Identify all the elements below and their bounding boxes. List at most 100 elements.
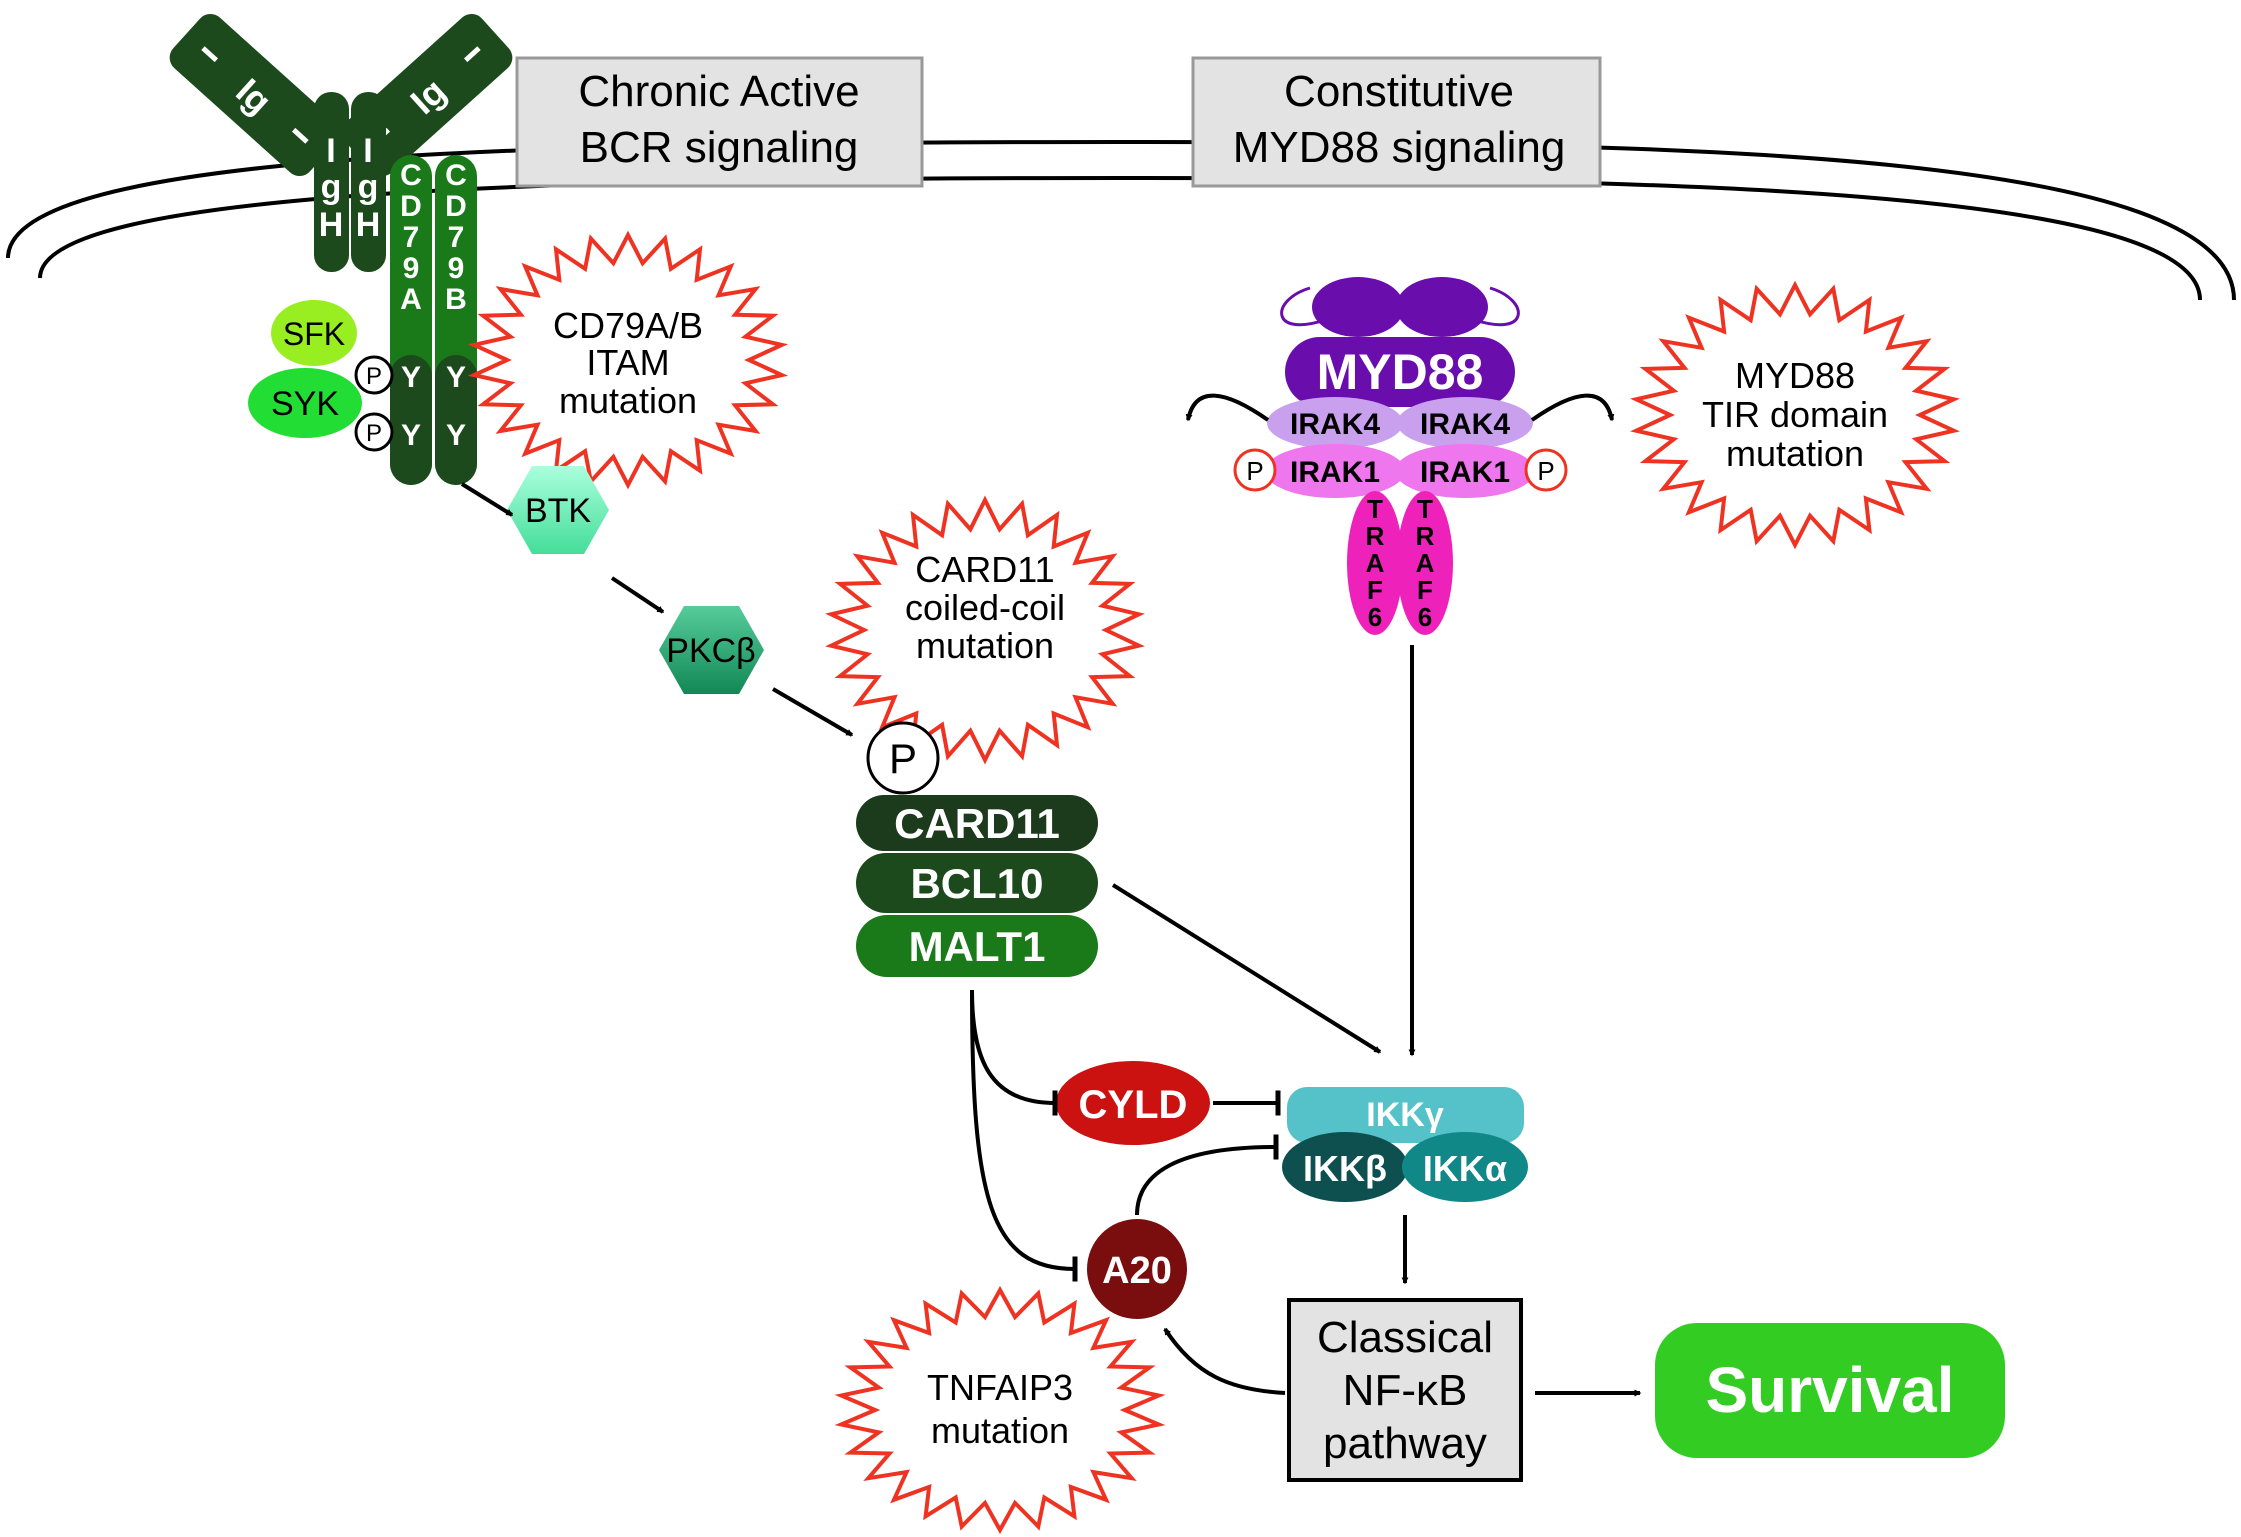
svg-text:B: B (445, 283, 467, 316)
svg-text:F: F (1367, 575, 1383, 605)
cd79b-chain: C D 7 9 B Y Y (435, 155, 477, 485)
bcr-receptor: Ig Ig I g H I g H C D 7 9 A (169, 13, 513, 485)
cbm-phospho: P (866, 721, 940, 795)
svg-text:IRAK4: IRAK4 (1420, 408, 1510, 441)
svg-text:ITAM: ITAM (586, 342, 669, 383)
svg-text:mutation: mutation (1726, 433, 1864, 474)
svg-text:MALT1: MALT1 (909, 923, 1046, 970)
svg-text:A20: A20 (1102, 1250, 1172, 1292)
svg-text:IRAK4: IRAK4 (1290, 408, 1380, 441)
svg-text:C: C (400, 159, 422, 192)
bcr-header-line1: Chronic Active (578, 67, 859, 116)
cell-membrane-inner (38, 175, 2202, 301)
svg-text:P: P (366, 363, 382, 390)
svg-text:P: P (366, 420, 382, 447)
arrow-nfkb-to-a20 (1163, 1327, 1286, 1395)
svg-text:7: 7 (403, 221, 420, 254)
bcr-header-box: Chronic Active BCR signaling (515, 56, 924, 188)
svg-text:mutation: mutation (916, 625, 1054, 666)
myd88-protein: MYD88 (1285, 337, 1515, 407)
cd79a-tyrosine-1: Y (401, 361, 421, 394)
arrow-cbm-to-ikk (1111, 883, 1382, 1054)
svg-text:CD79A/B: CD79A/B (553, 305, 703, 346)
svg-text:9: 9 (448, 252, 465, 285)
svg-text:IRAK1: IRAK1 (1420, 456, 1510, 489)
nfkb-pathway-box: Classical NF-κB pathway (1287, 1298, 1523, 1482)
svg-text:D: D (400, 190, 422, 223)
svg-text:A: A (1366, 548, 1385, 578)
inhibit-malt1-to-cyld (970, 989, 1058, 1116)
svg-text:6: 6 (1368, 602, 1382, 632)
traf6-left: T R A F 6 (1347, 491, 1403, 635)
cbm-complex: P CARD11 BCL10 MALT1 (856, 721, 1098, 977)
svg-text:g: g (358, 168, 379, 206)
a20-protein: A20 (1087, 1219, 1187, 1319)
svg-text:I: I (326, 132, 335, 170)
sfk-kinase: SFK (271, 300, 357, 366)
svg-text:CYLD: CYLD (1079, 1083, 1188, 1127)
svg-text:SYK: SYK (271, 385, 339, 423)
svg-text:IKKα: IKKα (1423, 1148, 1507, 1189)
svg-text:TNFAIP3: TNFAIP3 (927, 1367, 1073, 1408)
malt1-protein: MALT1 (856, 915, 1098, 977)
svg-text:SFK: SFK (283, 316, 345, 352)
svg-text:CARD11: CARD11 (894, 800, 1060, 847)
irak1-phospho-right: P (1524, 448, 1568, 492)
ikk-beta: IKKβ (1282, 1132, 1408, 1202)
svg-text:C: C (445, 159, 467, 192)
svg-text:mutation: mutation (931, 1410, 1069, 1451)
svg-text:T: T (1367, 494, 1383, 524)
mutation-cd79: CD79A/B ITAM mutation (467, 230, 789, 490)
svg-text:IKKβ: IKKβ (1303, 1148, 1387, 1189)
svg-text:A: A (400, 283, 422, 316)
svg-text:F: F (1417, 575, 1433, 605)
svg-text:7: 7 (448, 221, 465, 254)
svg-text:A: A (1416, 548, 1435, 578)
mutation-tnfaip3: TNFAIP3 mutation (834, 1285, 1166, 1535)
mutation-myd88: MYD88 TIR domain mutation (1630, 280, 1960, 550)
svg-text:IRAK1: IRAK1 (1290, 456, 1380, 489)
irak4-left: IRAK4 (1267, 397, 1403, 449)
bcr-header-line2: BCR signaling (580, 123, 859, 172)
ikk-alpha: IKKα (1402, 1132, 1528, 1202)
cd79a-chain: C D 7 9 A Y Y (390, 155, 432, 485)
svg-text:I: I (363, 132, 372, 170)
myd88-header-line1: Constitutive (1284, 67, 1514, 116)
svg-text:T: T (1417, 494, 1433, 524)
cd79b-tyrosine-2: Y (446, 419, 466, 452)
svg-text:P: P (1537, 456, 1554, 486)
igh-chain-right: I g H (351, 92, 386, 272)
svg-text:mutation: mutation (559, 380, 697, 421)
arrow-receptor-to-btk (460, 482, 514, 517)
arrow-pkcb-to-cbm (771, 687, 854, 737)
svg-text:MYD88: MYD88 (1735, 355, 1855, 396)
myd88-complex: MYD88 IRAK4 IRAK4 IRAK1 IRAK1 T R A F 6 (1185, 277, 1615, 635)
traf6-right: T R A F 6 (1397, 491, 1453, 635)
svg-text:pathway: pathway (1323, 1419, 1487, 1468)
svg-text:H: H (356, 206, 381, 244)
svg-text:6: 6 (1418, 602, 1432, 632)
myd88-header-box: Constitutive MYD88 signaling (1191, 56, 1602, 188)
pkcb-kinase: PKCβ (659, 606, 764, 694)
card11-protein: CARD11 (856, 795, 1098, 851)
svg-text:TIR domain: TIR domain (1702, 394, 1888, 435)
inhibit-malt1-to-a20 (970, 989, 1078, 1282)
irak1-phospho-left: P (1233, 448, 1277, 492)
cyld-protein: CYLD (1056, 1061, 1210, 1145)
svg-text:NF-κB: NF-κB (1343, 1366, 1468, 1415)
irak1-left: IRAK1 (1265, 444, 1405, 498)
irak4-right: IRAK4 (1397, 397, 1533, 449)
receptor-phospho-1: P (354, 355, 394, 395)
bcl10-protein: BCL10 (856, 853, 1098, 913)
cd79b-tyrosine-1: Y (446, 361, 466, 394)
survival-outcome: Survival (1655, 1323, 2005, 1458)
irak4-autophospho-arrow-right (1530, 393, 1615, 422)
syk-kinase: SYK (248, 368, 362, 438)
arrow-btk-to-pkcb (610, 576, 665, 614)
receptor-phospho-2: P (354, 412, 394, 452)
btk-kinase: BTK (507, 466, 609, 554)
irak1-right: IRAK1 (1395, 444, 1535, 498)
svg-text:g: g (321, 168, 342, 206)
ig-arm-left: Ig (169, 13, 341, 177)
